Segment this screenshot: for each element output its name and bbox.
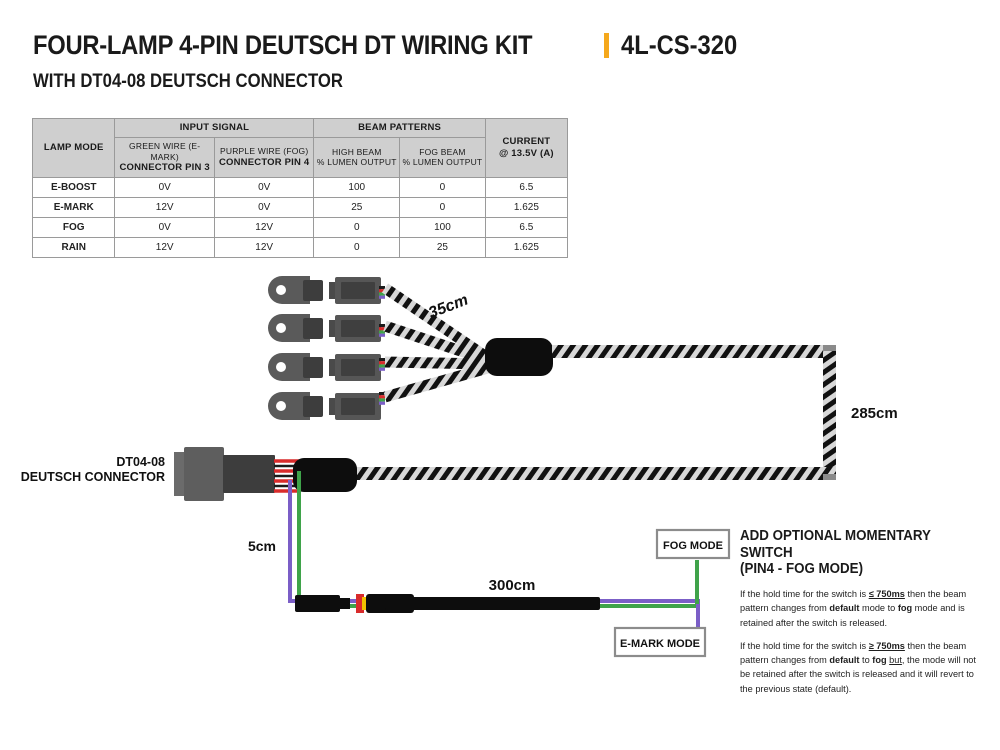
- lamp-connector-3: [268, 353, 385, 381]
- cell-mode: FOG: [31, 217, 116, 238]
- mode-wires-vertical: [288, 471, 301, 603]
- header-purple-wire-top: PURPLE WIRE (FOG): [219, 146, 309, 157]
- p2-c: then the beam pattern changes from: [740, 640, 967, 666]
- title-row: FOUR-LAMP 4-PIN DEUTSCH DT WIRING KIT 4L…: [33, 30, 753, 61]
- p2-e: to: [859, 655, 873, 666]
- switch-note-paragraph-1: If the hold time for the switch is ≤ 750…: [740, 587, 980, 630]
- length-label-35cm: 35cm: [426, 292, 470, 323]
- upper-splitter-block: [485, 338, 553, 376]
- p2-threshold: ≥ 750ms: [868, 640, 905, 651]
- dt-connector-label-line1: DT04-08: [116, 455, 165, 469]
- p1-a: If the hold time for the switch is: [740, 589, 869, 600]
- lamp-connector-4: [268, 392, 385, 420]
- p2-a: If the hold time for the switch is: [740, 640, 869, 651]
- header-current-bottom: @ 13.5V (A): [498, 148, 554, 159]
- cell-purple: 0V: [213, 177, 315, 198]
- cell-high-beam: 0: [313, 237, 401, 258]
- header-lamp-mode: LAMP MODE: [31, 118, 116, 178]
- header-green-wire: GREEN WIRE (E-MARK) CONNECTOR PIN 3: [114, 136, 215, 179]
- p2-fog: fog: [872, 655, 887, 666]
- table-body: E-BOOST 0V 0V 100 0 6.5 E-MARK 12V 0V 25…: [31, 177, 569, 258]
- p1-default: default: [829, 603, 860, 614]
- main-harness-285cm: [295, 345, 836, 480]
- header-high-beam: HIGH BEAM % LUMEN OUTPUT: [313, 136, 401, 179]
- length-label-5cm: 5cm: [248, 538, 276, 554]
- lamp-connector-group: [268, 276, 385, 420]
- switch-note-block: ADD OPTIONAL MOMENTARY SWITCH (PIN4 - FO…: [740, 528, 980, 696]
- p1-g: mode and is retained after the switch is…: [740, 603, 965, 628]
- header-fog-beam-top: FOG BEAM: [419, 146, 466, 157]
- table-header-row-2: GREEN WIRE (E-MARK) CONNECTOR PIN 3 PURP…: [33, 136, 568, 179]
- cell-fog-beam: 0: [399, 177, 486, 198]
- emark-mode-label: E-MARK MODE: [620, 638, 700, 650]
- fog-mode-label: FOG MODE: [663, 540, 723, 552]
- cell-fog-beam: 25: [399, 237, 486, 258]
- switch-branch-wires: [288, 560, 700, 630]
- header-fog-beam-bottom: % LUMEN OUTPUT: [402, 157, 483, 168]
- lamp-branch-cables: [381, 283, 492, 403]
- switch-note-title: ADD OPTIONAL MOMENTARY SWITCH (PIN4 - FO…: [740, 528, 961, 578]
- cell-green: 0V: [114, 217, 215, 238]
- p1-c: then the beam pattern changes from: [740, 589, 967, 614]
- p1-fog: fog: [897, 603, 913, 614]
- lamp-connector-2: [268, 314, 385, 342]
- header-green-wire-top: GREEN WIRE (E-MARK): [129, 140, 201, 162]
- header-current-top: CURRENT: [502, 136, 551, 148]
- sleeve-300cm: [385, 597, 600, 610]
- p2-default: default: [829, 655, 860, 666]
- page-title: FOUR-LAMP 4-PIN DEUTSCH DT WIRING KIT: [33, 30, 533, 60]
- table-head: LAMP MODE INPUT SIGNAL BEAM PATTERNS CUR…: [31, 118, 569, 179]
- page-subtitle: WITH DT04-08 DEUTSCH CONNECTOR: [33, 71, 343, 92]
- header-purple-wire-bottom: CONNECTOR PIN 4: [218, 156, 310, 168]
- table-header-row-1: LAMP MODE INPUT SIGNAL BEAM PATTERNS CUR…: [31, 118, 569, 178]
- length-label-300cm: 300cm: [489, 577, 536, 594]
- p2-h: , the mode will not be retained after th…: [740, 655, 976, 694]
- cell-current: 6.5: [484, 217, 569, 238]
- dt-connector-label-line2: DEUTSCH CONNECTOR: [21, 470, 165, 484]
- p1-threshold: ≤ 750ms: [868, 589, 905, 600]
- p1-e: mode to: [859, 603, 898, 614]
- lamp-mode-spec-table: LAMP MODE INPUT SIGNAL BEAM PATTERNS CUR…: [31, 118, 569, 258]
- title-accent-bar: [604, 33, 610, 58]
- switch-note-paragraph-2: If the hold time for the switch is ≥ 750…: [740, 639, 980, 696]
- cell-mode: E-BOOST: [31, 177, 116, 198]
- dt04-08-connector: [174, 447, 275, 501]
- cell-purple: 12V: [213, 237, 315, 258]
- header-purple-wire: PURPLE WIRE (FOG) CONNECTOR PIN 4: [213, 136, 315, 179]
- product-sku: 4L-CS-320: [621, 30, 738, 60]
- cell-green: 0V: [114, 177, 215, 198]
- p2-but: but: [889, 655, 902, 666]
- table-row: RAIN 12V 12V 0 25 1.625: [31, 237, 569, 258]
- length-label-285cm: 285cm: [851, 405, 898, 422]
- header-high-beam-bottom: % LUMEN OUTPUT: [316, 157, 397, 168]
- fog-mode-box[interactable]: FOG MODE: [655, 528, 731, 560]
- switch-note-title-line1: ADD OPTIONAL MOMENTARY SWITCH: [740, 528, 931, 561]
- lower-junction-block: [293, 458, 357, 492]
- cell-mode: E-MARK: [31, 197, 116, 218]
- page-header: FOUR-LAMP 4-PIN DEUTSCH DT WIRING KIT 4L…: [33, 30, 753, 93]
- header-green-wire-bottom: CONNECTOR PIN 3: [119, 162, 210, 174]
- switch-note-title-line2: (PIN4 - FOG MODE): [740, 561, 864, 578]
- header-high-beam-top: HIGH BEAM: [332, 146, 382, 157]
- lamp-connector-1: [268, 276, 385, 304]
- cell-green: 12V: [114, 237, 215, 258]
- header-current: CURRENT @ 13.5V (A): [484, 118, 569, 178]
- cell-current: 1.625: [484, 237, 569, 258]
- header-fog-beam: FOG BEAM % LUMEN OUTPUT: [399, 136, 486, 179]
- emark-mode-box[interactable]: E-MARK MODE: [613, 626, 707, 658]
- cell-mode: RAIN: [31, 237, 116, 258]
